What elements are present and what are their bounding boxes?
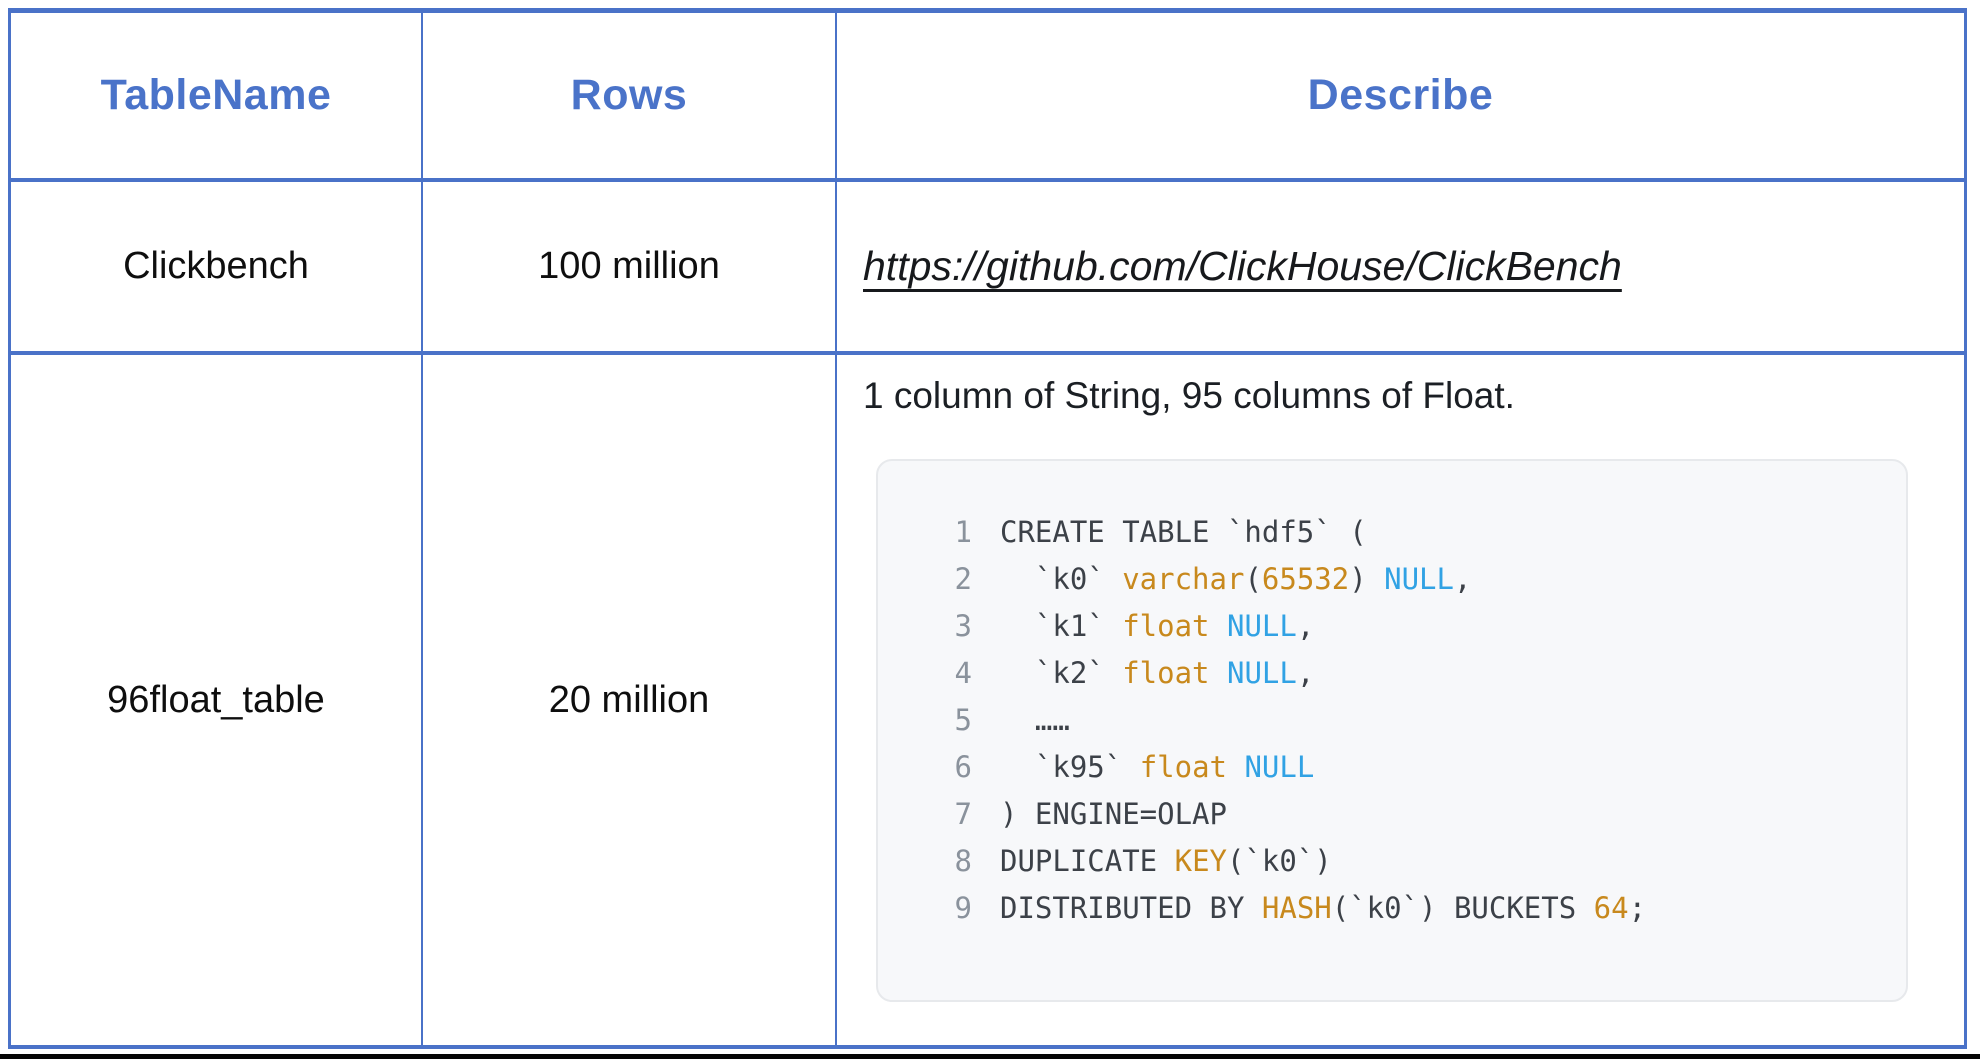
code-line-number: 1 (954, 515, 972, 549)
code-line-number: 8 (954, 844, 972, 878)
code-line: 3 `k1` float NULL, (878, 603, 1906, 650)
column-header-describe-label: Describe (1307, 71, 1494, 119)
96float-description-text: 1 column of String, 95 columns of Float. (863, 375, 1515, 416)
table-row-clickbench-describe: https://github.com/ClickHouse/ClickBench (837, 182, 1964, 351)
column-header-rows-label: Rows (570, 71, 688, 119)
clickbench-rows-text: 100 million (538, 245, 720, 287)
96float-name-text: 96float_table (107, 678, 325, 721)
column-header-tablename: TableName (11, 13, 421, 178)
code-line: 7) ENGINE=OLAP (878, 791, 1906, 838)
code-line-number: 7 (954, 797, 972, 831)
table-row-96float-rows: 20 million (423, 355, 835, 1045)
column-header-describe: Describe (837, 13, 1964, 178)
table-row-96float-name: 96float_table (11, 355, 421, 1045)
benchmark-tables-table: TableName Rows Describe Clickbench 100 m… (8, 8, 1967, 1049)
code-line-number: 6 (954, 750, 972, 784)
screenshot-bottom-edge (0, 1054, 1980, 1059)
code-line: 4 `k2` float NULL, (878, 650, 1906, 697)
code-line: 2 `k0` varchar(65532) NULL, (878, 556, 1906, 603)
column-header-rows: Rows (423, 13, 835, 178)
table-row-clickbench-name: Clickbench (11, 182, 421, 351)
table-row-96float-describe: 1 column of String, 95 columns of Float.… (837, 355, 1964, 1045)
clickbench-name-text: Clickbench (123, 245, 309, 287)
code-line-number: 2 (954, 562, 972, 596)
code-line: 6 `k95` float NULL (878, 744, 1906, 791)
96float-rows-text: 20 million (548, 678, 710, 721)
code-line-number: 3 (954, 609, 972, 643)
code-line-number: 4 (954, 656, 972, 690)
clickbench-github-link[interactable]: https://github.com/ClickHouse/ClickBench (863, 243, 1622, 289)
code-line: 5 …… (878, 697, 1906, 744)
code-line-number: 9 (954, 891, 972, 925)
table-row-clickbench-rows: 100 million (423, 182, 835, 351)
column-header-tablename-label: TableName (100, 71, 332, 119)
code-line-number: 5 (954, 703, 972, 737)
